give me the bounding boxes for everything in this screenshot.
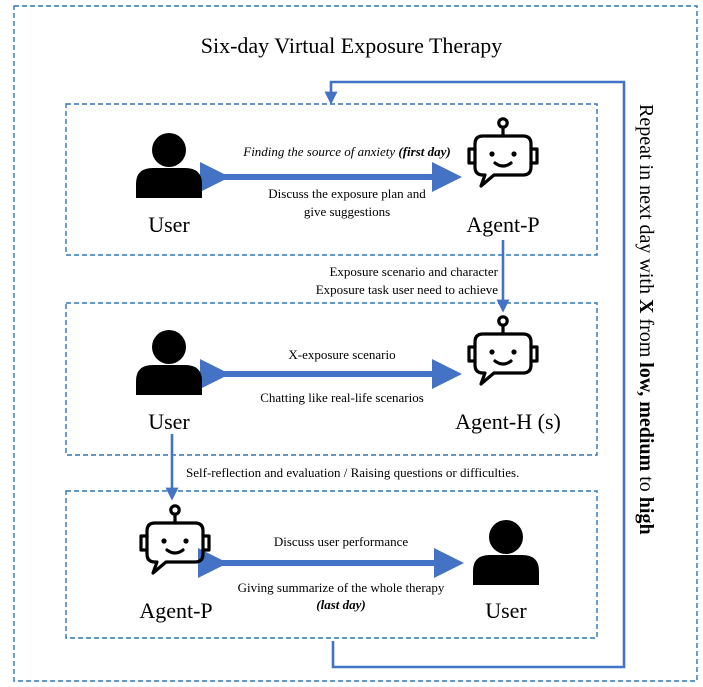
side-note-mid2: to xyxy=(635,471,657,497)
side-note-high: high xyxy=(635,496,657,535)
box2-bottom-text: Chatting like real-life scenarios xyxy=(260,390,424,405)
box2-agent-label: Agent-H (s) xyxy=(455,409,561,434)
transition1-line2: Exposure task user need to achieve xyxy=(315,282,498,297)
box3-frame xyxy=(65,490,598,639)
chat-robot-icon xyxy=(467,117,539,188)
user-silhouette-icon xyxy=(473,520,539,585)
repeat-loop-connector xyxy=(324,80,626,669)
side-note-prefix: Repeat in next day with xyxy=(635,104,657,299)
box2-frame xyxy=(65,302,598,456)
box1-agent-label: Agent-P xyxy=(466,212,540,237)
outer-frame xyxy=(13,5,698,682)
box1-top-text: Finding the source of anxiety (first day… xyxy=(222,144,472,160)
diagram-title: Six-day Virtual Exposure Therapy xyxy=(200,33,503,58)
side-note-x: X xyxy=(635,298,657,314)
box3-user-label: User xyxy=(485,598,527,623)
box3-bottom-line1: Giving summarize of the whole therapy xyxy=(237,580,445,595)
box2-user-label: User xyxy=(148,409,190,434)
chat-robot-icon xyxy=(467,315,539,386)
box1-bottom-line1: Discuss the exposure plan and xyxy=(268,186,426,201)
repeat-side-note: Repeat in next day with X from low, medi… xyxy=(634,104,657,535)
box3-top-text: Discuss user performance xyxy=(273,534,409,549)
side-note-low: low, xyxy=(635,362,657,397)
box1-user-label: User xyxy=(148,212,190,237)
transition2-text: Self-reflection and evaluation / Raising… xyxy=(186,465,520,480)
user-silhouette-icon xyxy=(136,330,202,395)
box1-top-text-bold: (first day) xyxy=(398,144,451,159)
chat-robot-icon xyxy=(139,504,211,575)
box2-top-text: X-exposure scenario xyxy=(288,347,396,362)
side-note-mid1: from xyxy=(635,313,657,363)
box3-bottom-line2: (last day) xyxy=(316,597,366,612)
box3-agent-label: Agent-P xyxy=(139,598,213,623)
box1-top-text-italic: Finding the source of anxiety xyxy=(243,144,399,159)
transition1-line1: Exposure scenario and character xyxy=(329,264,498,279)
user-silhouette-icon xyxy=(136,133,202,198)
side-note-medium: medium xyxy=(635,401,657,472)
box1-bottom-line2: give suggestions xyxy=(303,204,391,219)
